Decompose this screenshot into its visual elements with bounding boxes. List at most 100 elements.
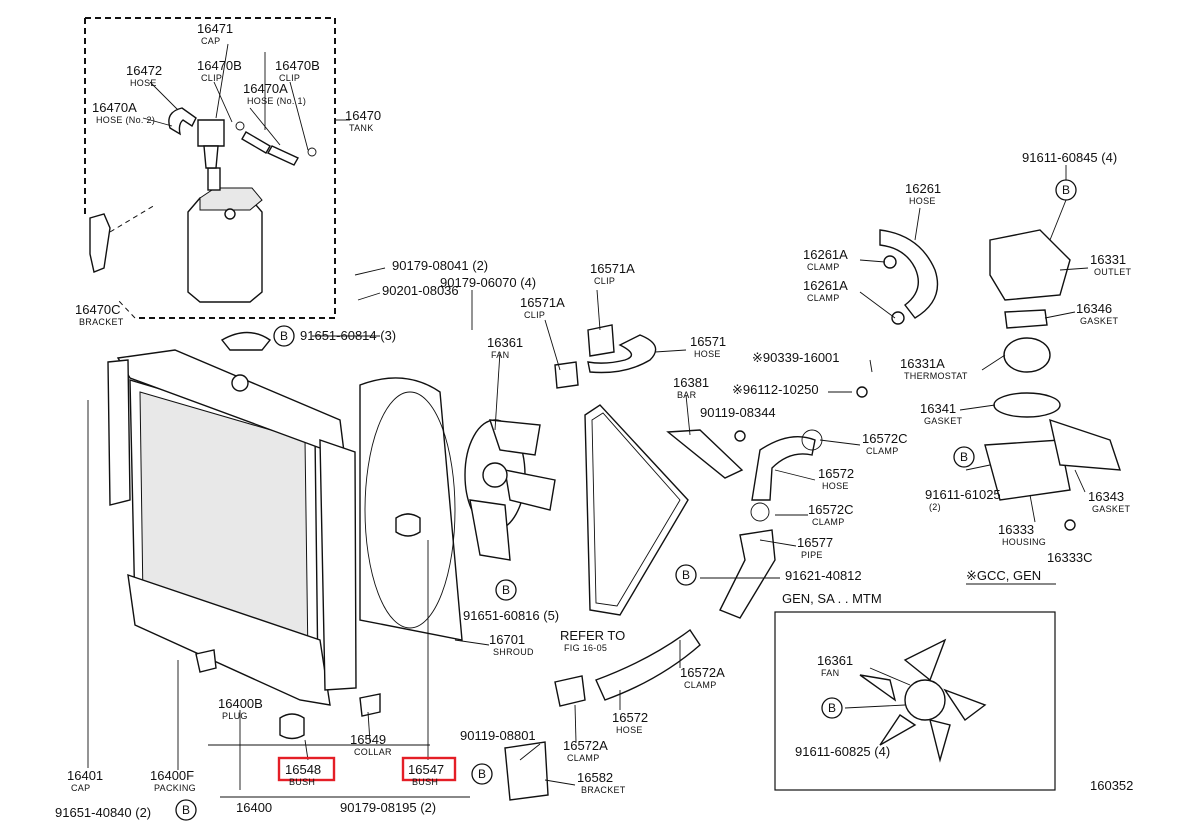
part-number: 16331	[1090, 252, 1126, 267]
part-name: CLAMP	[807, 262, 840, 272]
part-name: (2)	[929, 502, 941, 512]
upper-hose	[587, 334, 657, 374]
tank-group-boundary	[85, 17, 336, 319]
v-belt	[584, 404, 689, 616]
part-name: BUSH	[412, 777, 438, 787]
part-number: 16571	[690, 334, 726, 349]
part-number: 16472	[126, 63, 162, 78]
callout-16333c: 16333C	[1047, 550, 1093, 565]
part-name: GASKET	[924, 416, 963, 426]
fan-shroud	[359, 377, 463, 641]
part-number: 91611-61025	[925, 487, 1001, 502]
part-name: HOSE	[616, 725, 643, 735]
part-number: 16572C	[862, 431, 908, 446]
bracket-16582	[504, 741, 549, 801]
part-name: HOSE	[909, 196, 936, 206]
clamp-16572a	[554, 675, 586, 707]
part-name: HOSE	[822, 481, 849, 491]
adjusting-bar	[666, 429, 744, 479]
callout-labels: 16471CAP16472HOSE16470BCLIP16470BCLIP164…	[55, 21, 1132, 820]
part-name: CLAMP	[567, 753, 600, 763]
lower-hose-16572	[751, 436, 816, 501]
part-number: 16401	[67, 768, 103, 783]
part-number: 90179-08195 (2)	[340, 800, 436, 815]
callout-90179c: 90179-08195 (2)	[340, 800, 436, 815]
part-number: 16701	[489, 632, 525, 647]
svg-text:B: B	[960, 450, 968, 464]
highlight-16548[interactable]	[277, 756, 336, 782]
callout-91621: 91621-40812	[785, 568, 862, 583]
reserve-tank	[187, 167, 263, 303]
part-number: 90179-06070 (4)	[440, 275, 536, 290]
part-name: BUSH	[289, 777, 315, 787]
svg-text:B: B	[502, 583, 510, 597]
part-name: HOSE (No. 1)	[247, 96, 306, 106]
part-name: FAN	[821, 668, 839, 678]
part-number: 16333C	[1047, 550, 1093, 565]
part-number: 16470B	[197, 58, 242, 73]
part-name: CLIP	[594, 276, 615, 286]
highlight-16547[interactable]	[401, 756, 457, 782]
part-name: PIPE	[801, 550, 823, 560]
part-number: REFER TO	[560, 628, 625, 643]
b-marker: B	[273, 325, 295, 347]
callout-16400: 16400	[236, 800, 272, 815]
callout-91611b: 91611-61025(2)	[925, 487, 1001, 512]
cooling-fan	[464, 419, 556, 561]
callout-90201: 90201-08036	[382, 283, 459, 298]
part-name: CLAMP	[807, 293, 840, 303]
part-name: FAN	[491, 350, 509, 360]
part-number: 16572A	[680, 665, 725, 680]
bush-16547-part	[395, 513, 421, 537]
part-name: CLIP	[279, 73, 300, 83]
part-number: 16548	[285, 762, 321, 777]
part-number: 90119-08801	[460, 728, 536, 743]
part-name: CAP	[201, 36, 220, 46]
part-number: ※90339-16001	[752, 350, 840, 365]
callout-91651c: 91651-40840 (2)	[55, 805, 151, 820]
part-number: 16571A	[520, 295, 565, 310]
inset-title: GEN, SA . . MTM	[782, 591, 882, 606]
part-name: BAR	[677, 390, 697, 400]
leader-lines	[87, 43, 1089, 798]
part-name: CLAMP	[812, 517, 845, 527]
variant-note: ※GCC, GEN	[966, 568, 1041, 583]
part-name: OUTLET	[1094, 267, 1132, 277]
part-number: 16547	[408, 762, 444, 777]
part-number: 16470	[345, 108, 381, 123]
part-number: 90179-08041 (2)	[392, 258, 488, 273]
part-name: CAP	[71, 783, 90, 793]
part-name: CLIP	[524, 310, 545, 320]
svg-text:B: B	[828, 701, 836, 715]
b-marker: B	[821, 697, 843, 719]
part-number: 91611-60845 (4)	[1022, 150, 1117, 165]
part-number: 90119-08344	[700, 405, 776, 420]
bush-16548-part	[279, 713, 305, 740]
svg-text:B: B	[280, 329, 288, 343]
part-name: GASKET	[1080, 316, 1119, 326]
pipe-16577	[719, 529, 776, 619]
